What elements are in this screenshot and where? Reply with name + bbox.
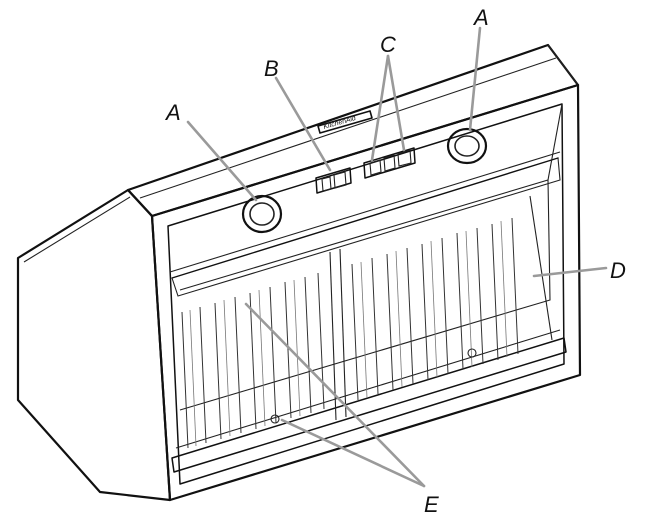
light-switch-left[interactable] — [241, 194, 283, 234]
label-d: D — [610, 258, 626, 283]
leader-a-right — [468, 26, 482, 132]
leader-lines — [186, 26, 608, 488]
leader-a-left — [186, 120, 258, 202]
hood-left-side-panel — [16, 188, 172, 502]
label-c: C — [380, 32, 396, 57]
control-panel — [169, 151, 561, 279]
leader-b — [274, 76, 332, 172]
blower-display[interactable] — [315, 167, 352, 194]
label-a-right: A — [472, 5, 489, 30]
leader-e-2 — [280, 418, 426, 488]
control-buttons[interactable] — [363, 147, 416, 179]
hood-front-frame — [150, 83, 582, 502]
baffle-filter-right — [351, 217, 519, 401]
baffle-filter-left — [181, 272, 325, 449]
leader-c-2 — [386, 54, 406, 152]
light-switch-right[interactable] — [446, 127, 488, 165]
leader-c-1 — [370, 54, 390, 162]
label-a-left: A — [164, 100, 181, 125]
callout-labels: A A B C D E — [164, 5, 626, 517]
leader-d — [532, 266, 608, 278]
label-b: B — [264, 56, 279, 81]
leader-e-1 — [244, 302, 426, 488]
filter-area — [171, 103, 567, 473]
label-e: E — [424, 492, 439, 517]
